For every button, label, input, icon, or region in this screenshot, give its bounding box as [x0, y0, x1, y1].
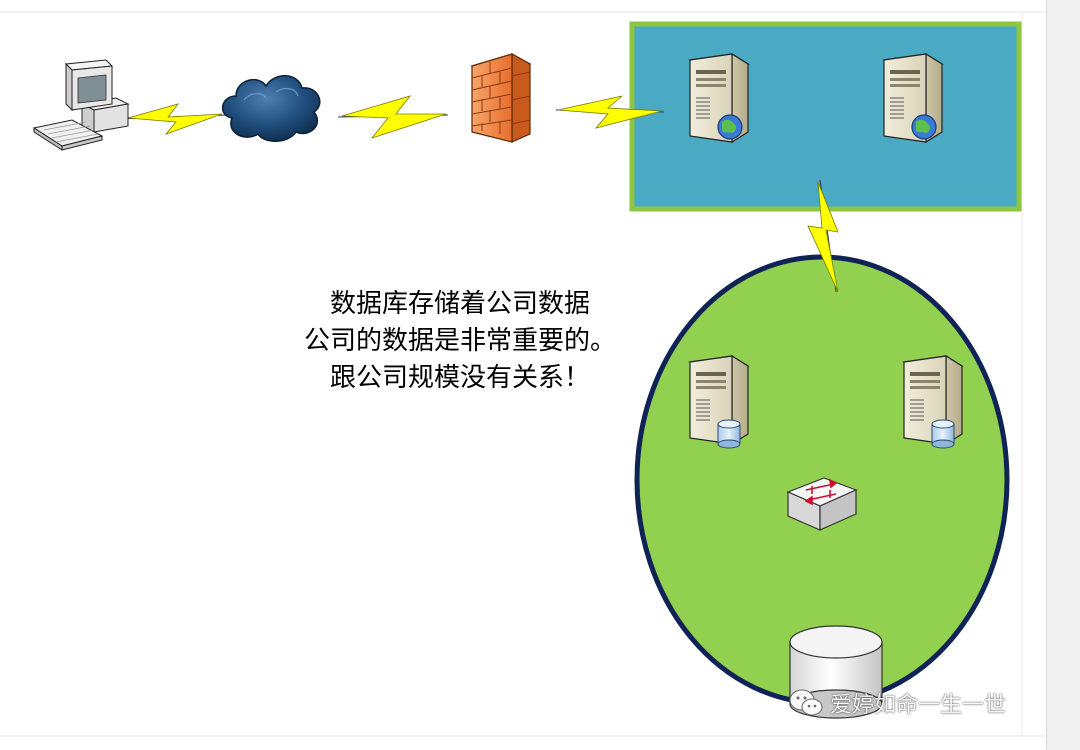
- network-diagram: [0, 11, 1046, 737]
- caption-line-1: 数据库存储着公司数据: [329, 289, 590, 319]
- cloud-icon: [222, 75, 321, 142]
- watermark: 爱婷如命一生一世: [788, 686, 1006, 720]
- caption-line-2: 公司的数据是非常重要的。: [303, 326, 616, 356]
- diagram-caption: 数据库存储着公司数据 公司的数据是非常重要的。 跟公司规模没有关系！: [270, 286, 650, 397]
- watermark-text: 爱婷如命一生一世: [830, 693, 1007, 718]
- web-server-icon: [689, 53, 749, 143]
- network-switch-icon: [786, 477, 858, 531]
- database-server-icon: [903, 355, 963, 449]
- lightning-link-icon: [337, 95, 449, 139]
- firewall-icon: [470, 52, 532, 143]
- caption-line-3: 跟公司规模没有关系！: [329, 363, 590, 393]
- desktop-computer-icon: [32, 59, 130, 151]
- database-server-icon: [689, 355, 749, 449]
- wechat-icon: [789, 689, 823, 716]
- lightning-link-icon: [117, 103, 229, 135]
- lightning-link-icon: [555, 95, 665, 129]
- page-scrollbar-gutter: [1046, 0, 1080, 750]
- lightning-link-icon: [807, 179, 839, 293]
- web-server-icon: [883, 53, 943, 143]
